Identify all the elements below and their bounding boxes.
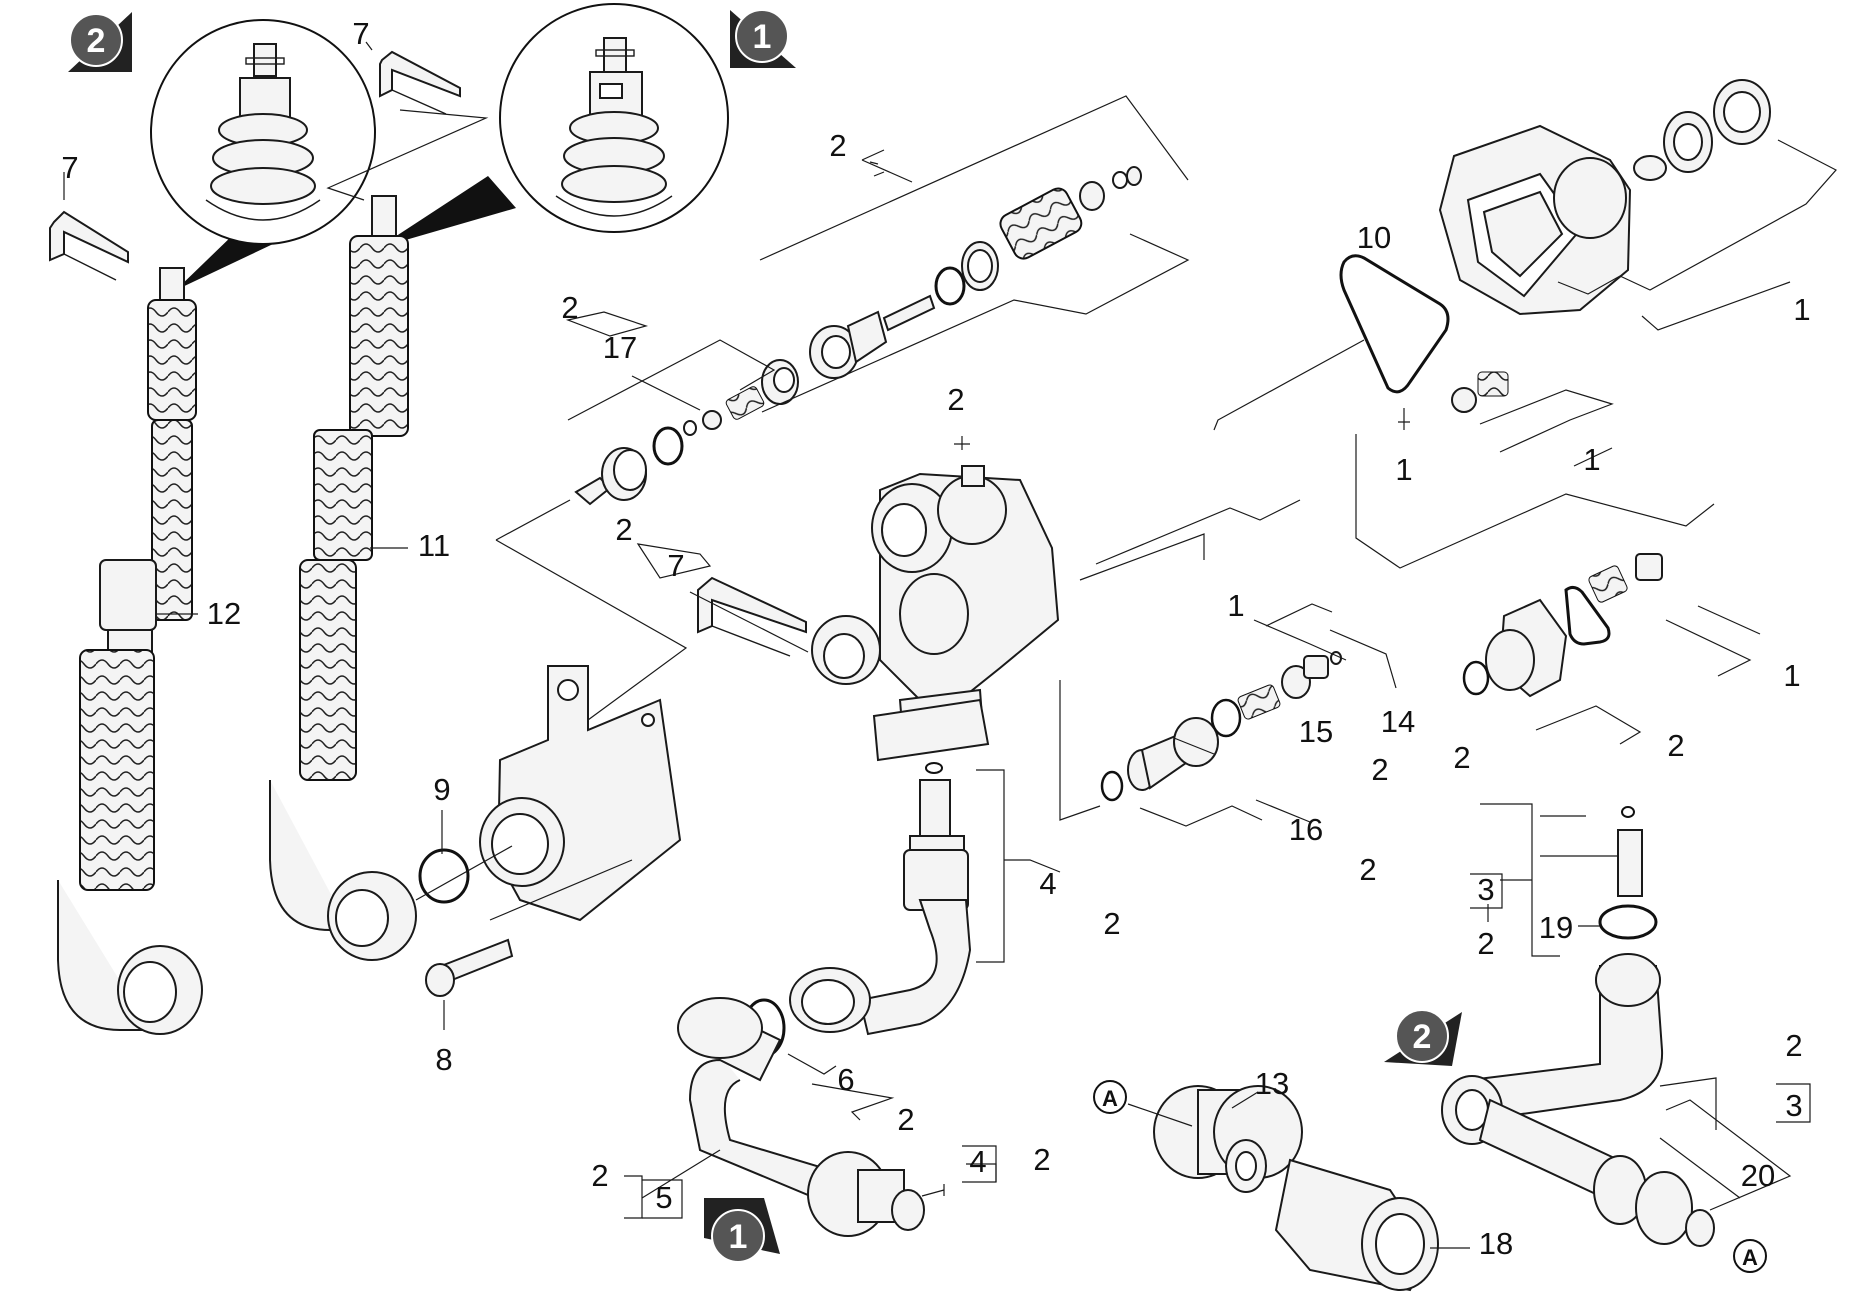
seal-10: [1339, 254, 1450, 394]
svg-text:1: 1: [729, 1218, 748, 1256]
callout-1-valve-right: 1: [1783, 658, 1800, 693]
callout-6: 6: [837, 1062, 854, 1097]
valve-body: [811, 465, 1060, 762]
detail-circle-left: [150, 19, 376, 290]
valve-middle-assembly: [1100, 651, 1342, 802]
callout-3-b: 3: [1785, 1088, 1802, 1123]
callout-2-mid7: 2: [615, 512, 632, 547]
valve-piston: [809, 166, 1142, 379]
svg-text:2: 2: [1413, 1018, 1432, 1056]
svg-text:A: A: [1742, 1245, 1758, 1270]
callout-13: 13: [1255, 1066, 1289, 1101]
callout-labels: 7 7 2 2 17 2 2 7 11 12 9 8 10 1 1 1 1 2 …: [61, 16, 1810, 1261]
callout-12: 12: [207, 596, 241, 631]
coupling-13: [1153, 1085, 1303, 1193]
spring-valve-1: [1451, 371, 1509, 413]
svg-text:2: 2: [87, 22, 106, 60]
callout-2-14: 2: [1453, 740, 1470, 775]
callout-2-top: 2: [829, 128, 846, 163]
callout-7-left: 7: [61, 150, 78, 185]
outlet-elbow-19: [1441, 806, 1715, 1247]
marker-2-top-left: 2: [68, 12, 132, 72]
callout-2-15: 2: [1371, 752, 1388, 787]
callout-17: 17: [603, 330, 637, 365]
marker-2-right: 2: [1384, 1009, 1462, 1066]
callout-18: 18: [1479, 1226, 1513, 1261]
marker-a-left: A: [1093, 1080, 1127, 1114]
callout-11: 11: [418, 528, 450, 563]
callout-19: 19: [1539, 910, 1573, 945]
callout-16: 16: [1289, 812, 1323, 847]
svg-text:1: 1: [753, 18, 772, 56]
screw-8: [425, 938, 514, 997]
callout-3-a: 3: [1477, 872, 1494, 907]
callout-2-4low: 2: [1033, 1142, 1050, 1177]
callout-2-body: 2: [947, 382, 964, 417]
valve-insert-17: [574, 359, 799, 506]
callout-7-mid: 7: [667, 548, 684, 583]
svg-text:A: A: [1102, 1086, 1118, 1111]
pipe-5: [677, 997, 925, 1237]
hose-12: [57, 267, 203, 1035]
marker-a-right: A: [1733, 1239, 1767, 1273]
callout-1-head: 1: [1793, 292, 1810, 327]
clip-7-mid: [697, 576, 807, 657]
callout-4-low: 4: [969, 1144, 986, 1179]
callout-2-valve: 2: [561, 290, 578, 325]
callout-2-5: 2: [591, 1158, 608, 1193]
callout-5: 5: [655, 1180, 672, 1215]
callout-8: 8: [435, 1042, 452, 1077]
callout-2-valve-right: 2: [1667, 728, 1684, 763]
pump-housing-right: [1438, 79, 1771, 316]
callout-1-mid: 1: [1227, 588, 1244, 623]
o-ring-9: [418, 848, 470, 904]
callout-15: 15: [1299, 714, 1333, 749]
elbow-4: [789, 762, 972, 1036]
callout-7-top: 7: [352, 16, 369, 51]
label-frames: [642, 873, 1811, 1219]
clip-7-top: [379, 50, 461, 115]
callout-2-3a: 2: [1477, 926, 1494, 961]
pump-head-block: [479, 665, 682, 922]
callout-20: 20: [1741, 1158, 1775, 1193]
callout-2-3b: 2: [1785, 1028, 1802, 1063]
valve-right-assembly: [1462, 553, 1663, 698]
hose-11: [269, 195, 417, 961]
detail-circle-right: [378, 3, 729, 248]
callout-1-tri: 1: [1395, 452, 1412, 487]
coupling-18: [1274, 1158, 1439, 1292]
callout-2-4mid: 2: [1103, 906, 1120, 941]
marker-1-bottom: 1: [704, 1198, 780, 1263]
callout-14: 14: [1381, 704, 1415, 739]
callout-1-spring: 1: [1583, 442, 1600, 477]
leader-lines: [63, 41, 1837, 1249]
callout-10: 10: [1357, 220, 1391, 255]
marker-1-top: 1: [730, 9, 796, 68]
callout-9: 9: [433, 772, 450, 807]
callout-4-mid: 4: [1039, 866, 1056, 901]
callout-2-16: 2: [1359, 852, 1376, 887]
callout-2-6: 2: [897, 1102, 914, 1137]
clip-7-left: [49, 210, 129, 281]
